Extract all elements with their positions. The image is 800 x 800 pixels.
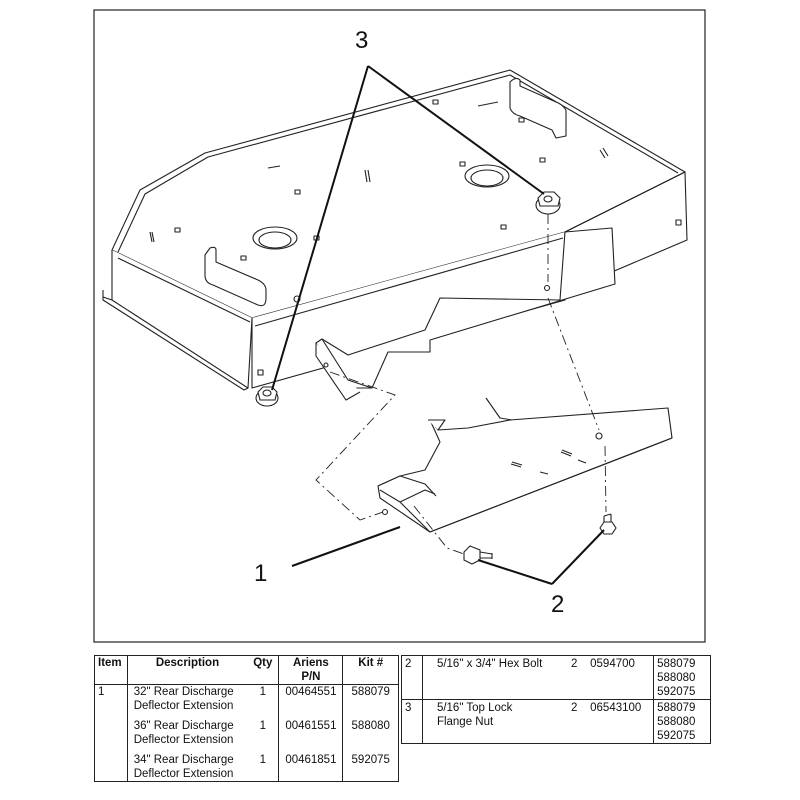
- kit-number: 588080: [657, 672, 696, 684]
- part-number: 00461851: [278, 753, 343, 782]
- qty: 2: [570, 658, 578, 670]
- description: 5/16" x 3/4" Hex Bolt: [422, 656, 561, 700]
- part-number: 00461551: [278, 719, 343, 747]
- description-line2: Deflector Extension: [133, 700, 234, 712]
- qty: 1: [259, 720, 266, 732]
- parts-table-right: 2 5/16" x 3/4" Hex Bolt 2 0594700 588079…: [401, 655, 711, 744]
- flange-nut-lower: [255, 386, 279, 407]
- description: 32" Rear Discharge Deflector Extension: [127, 685, 247, 714]
- description-line1: 5/16" Top Lock: [436, 702, 513, 714]
- description-line1: 32" Rear Discharge: [133, 686, 234, 698]
- kit-numbers: 588079 588080 592075: [653, 655, 711, 700]
- header-pn-line2: P/N: [301, 671, 321, 683]
- description-line1: 36" Rear Discharge: [133, 720, 234, 732]
- callout-3: 3: [355, 27, 368, 54]
- leader-lines: [271, 65, 605, 585]
- qty: 2: [561, 699, 588, 744]
- qty: 1: [259, 686, 266, 698]
- description-line2: Flange Nut: [436, 716, 494, 728]
- callout-1: 1: [254, 560, 267, 587]
- table-row: 2 5/16" x 3/4" Hex Bolt 2 0594700 588079…: [401, 655, 711, 700]
- kit-number: 588080: [657, 716, 696, 728]
- header-pn-line1: Ariens: [293, 657, 329, 669]
- deck-discharge-bracket: [315, 227, 616, 401]
- alignment-lines: [315, 214, 607, 555]
- header-qty: Qty: [247, 655, 279, 685]
- deck-handle-left: [204, 246, 267, 307]
- callout-2: 2: [551, 591, 564, 618]
- header-description: Description: [127, 655, 248, 685]
- description: 36" Rear Discharge Deflector Extension: [127, 719, 247, 747]
- kit-number: 592075: [342, 753, 399, 782]
- kit-number: 592075: [657, 730, 696, 742]
- kit-number: 588079: [342, 684, 399, 713]
- kit-number: 588079: [657, 702, 696, 714]
- table-row: 36" Rear Discharge Deflector Extension 1…: [94, 719, 399, 747]
- diagram-frame: [93, 9, 706, 643]
- deck-handle-right: [509, 77, 567, 139]
- deflector-extension: [377, 397, 673, 533]
- kit-number: 588079: [657, 658, 696, 670]
- header-part-number: Ariens P/N: [278, 655, 343, 685]
- description: 5/16" Top Lock Flange Nut: [422, 699, 562, 744]
- kit-number: 588080: [342, 719, 399, 747]
- table-row: 3 5/16" Top Lock Flange Nut 2 06543100 5…: [401, 699, 711, 744]
- description-line1: 34" Rear Discharge: [133, 754, 234, 766]
- description-line2: Deflector Extension: [133, 734, 234, 746]
- item-number: 1: [94, 684, 128, 713]
- header-kit: Kit #: [342, 655, 399, 685]
- part-number: 06543100: [587, 699, 654, 744]
- spindle-port-left: [252, 226, 298, 250]
- part-number: 00464551: [278, 684, 343, 713]
- description-line2: Deflector Extension: [133, 768, 234, 780]
- table-row: 34" Rear Discharge Deflector Extension 1…: [94, 753, 399, 782]
- item-number: 3: [401, 699, 423, 744]
- kit-number: 592075: [657, 686, 696, 698]
- header-item: Item: [94, 655, 128, 685]
- spindle-port-right: [464, 164, 510, 188]
- parts-table-left: Item Description Qty Ariens P/N Kit # 1 …: [94, 655, 399, 782]
- description-line1: 5/16" x 3/4" Hex Bolt: [436, 658, 543, 670]
- hex-bolt-left: [463, 545, 493, 565]
- kit-numbers: 588079 588080 592075: [653, 699, 711, 744]
- table-row: 1 32" Rear Discharge Deflector Extension…: [94, 684, 399, 714]
- table-header-row: Item Description Qty Ariens P/N Kit #: [94, 655, 399, 685]
- part-number: 0594700: [590, 658, 635, 670]
- qty: 1: [259, 754, 266, 766]
- description: 34" Rear Discharge Deflector Extension: [127, 753, 247, 782]
- item-number: 2: [401, 655, 423, 700]
